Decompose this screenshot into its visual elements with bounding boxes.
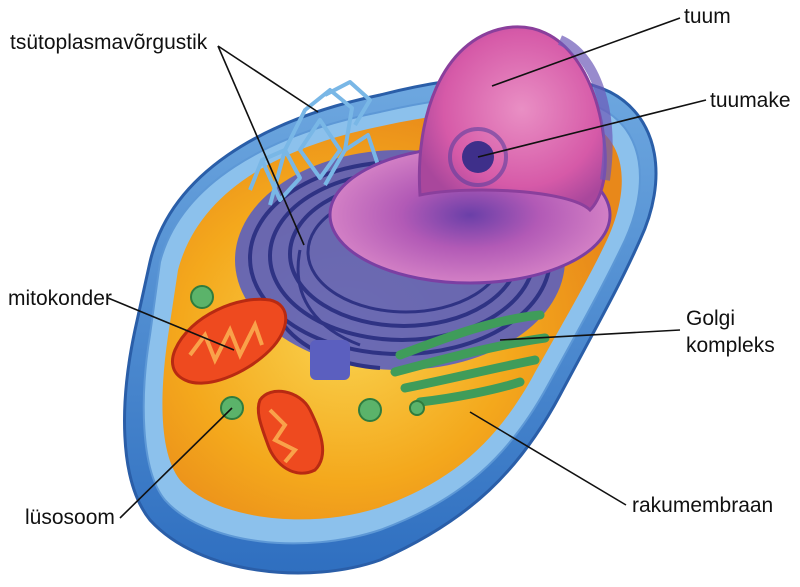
leader-line-nucleolus [477, 99, 707, 158]
leader-line-golgi [499, 329, 681, 341]
leader-line-nucleus [491, 17, 681, 87]
leader-lines [107, 17, 707, 519]
label-endoplasmic-reticulum: tsütoplasmavõrgustik [10, 31, 208, 54]
label-golgi-line1: Golgi [686, 307, 736, 330]
label-golgi-line2: kompleks [686, 334, 775, 357]
nucleus-shape [328, 25, 613, 285]
label-nucleus: tuum [684, 5, 731, 28]
label-cell-membrane: rakumembraan [632, 494, 774, 517]
label-mitochondrion: mitokonder [8, 287, 112, 310]
label-lysosome: lüsosoom [25, 506, 115, 529]
leader-line-er-2 [217, 45, 305, 246]
leader-line-lysosome [119, 407, 233, 519]
leader-line-membrane [469, 411, 627, 506]
leader-line-er-1 [217, 45, 319, 113]
mitochondrion-shape [171, 297, 325, 475]
label-nucleolus: tuumake [710, 89, 791, 112]
leader-line-mitochondrion [107, 297, 235, 351]
golgi-complex-shape [390, 310, 550, 407]
